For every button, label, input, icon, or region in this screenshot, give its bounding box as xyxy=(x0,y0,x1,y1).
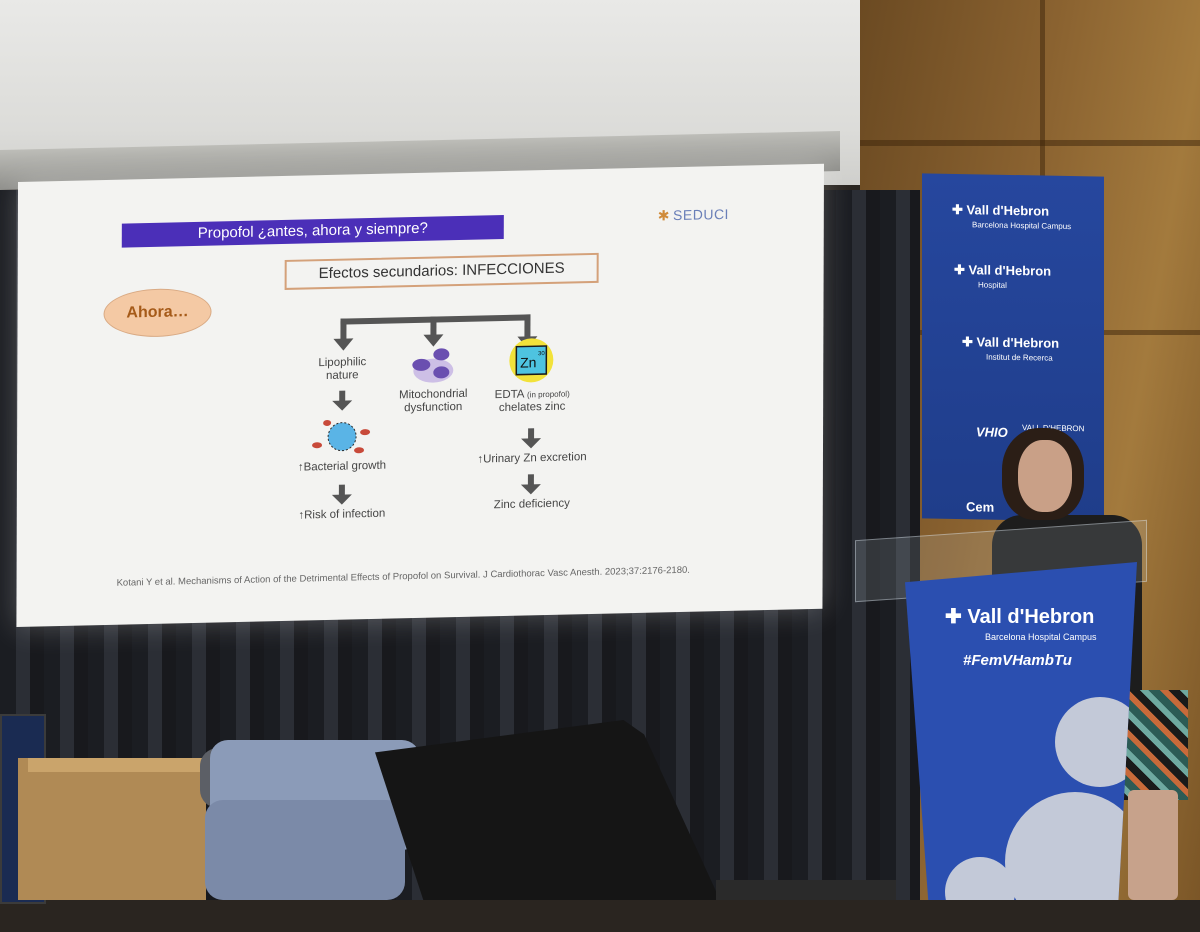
zinc-symbol: Zn xyxy=(520,354,536,370)
speaker-legs xyxy=(1128,790,1178,900)
mitochondrial-label: Mitochondrial xyxy=(398,387,468,402)
plus-logo-icon: ✚ xyxy=(962,334,973,350)
podium-decor-shape xyxy=(1055,697,1137,787)
in-propofol-label: (in propofol) xyxy=(527,389,570,400)
arrow-left-stem xyxy=(340,318,347,341)
nature-label: nature xyxy=(325,369,359,383)
podium-brand-text: Vall d'Hebron xyxy=(967,606,1095,628)
podium: ✚ Vall d'Hebron Barcelona Hospital Campu… xyxy=(905,562,1137,900)
risk-infection-label: ↑Risk of infection xyxy=(298,507,386,522)
arrow-left-2-head xyxy=(332,400,353,411)
urinary-zn-label: ↑Urinary Zn excretion xyxy=(477,451,587,466)
plus-logo-icon: ✚ xyxy=(952,201,963,218)
banner-brand-1-sub: Barcelona Hospital Campus xyxy=(972,220,1072,232)
plus-logo-icon: ✚ xyxy=(945,606,962,628)
podium-decor-shape xyxy=(1005,792,1137,900)
plus-logo-icon: ✚ xyxy=(954,261,965,278)
arrow-middle-head xyxy=(423,334,444,347)
arrow-left-3-stem xyxy=(338,484,345,497)
banner-brand-3-text: Vall d'Hebron xyxy=(976,334,1060,351)
table-edge xyxy=(716,880,896,900)
arrow-middle-stem xyxy=(430,316,437,337)
arrow-right-2-head xyxy=(521,438,542,449)
banner-brand-2-sub: Hospital xyxy=(978,280,1007,290)
bacteria-icon xyxy=(312,419,371,454)
zinc-deficiency-label: Zinc deficiency xyxy=(493,497,570,512)
desk-top xyxy=(28,758,208,772)
arrow-right-3-stem xyxy=(527,474,534,487)
edta-label: EDTA xyxy=(494,388,524,402)
podium-decor-shape xyxy=(945,857,1015,900)
right-branch-text: EDTA (in propofol) chelates zinc xyxy=(477,387,587,415)
banner-brand-2: ✚ Vall d'Hebron xyxy=(954,262,1051,280)
arrow-right-3-head xyxy=(520,484,541,495)
chelates-zinc-label: chelates zinc xyxy=(498,400,566,415)
bacterial-growth-label: ↑Bacterial growth xyxy=(297,459,387,474)
zinc-atomic-number: 30 xyxy=(538,351,545,357)
banner-brand-1: ✚ Vall d'Hebron xyxy=(952,202,1049,220)
dysfunction-label: dysfunction xyxy=(404,400,463,415)
blue-chair-seat xyxy=(205,800,405,900)
speaker-face xyxy=(1018,440,1072,512)
wooden-desk xyxy=(18,758,206,900)
banner-brand-4: VHIO xyxy=(976,424,1008,440)
arrow-right-2-stem xyxy=(528,428,535,441)
arrow-left-2-stem xyxy=(339,390,346,403)
flow-diagram-arrows: Zn 30 xyxy=(312,314,554,505)
podium-brand: ✚ Vall d'Hebron xyxy=(945,604,1094,629)
banner-brand-1-text: Vall d'Hebron xyxy=(966,202,1050,219)
banner-brand-2-text: Vall d'Hebron xyxy=(968,262,1052,279)
arrow-left-3-head xyxy=(331,494,352,505)
podium-hashtag: #FemVHambTu xyxy=(963,652,1072,669)
arrow-right-stem xyxy=(524,314,531,339)
banner-brand-3-sub: Institut de Recerca xyxy=(986,352,1053,363)
left-branch-text: Lipophilic nature xyxy=(297,356,387,384)
banner-brand-3: ✚ Vall d'Hebron xyxy=(962,334,1059,352)
lipophilic-label: Lipophilic xyxy=(318,356,367,370)
banner-brand-5: Cem xyxy=(966,499,995,515)
middle-branch-text: Mitochondrial dysfunction xyxy=(383,387,483,415)
mitochondria-icon xyxy=(412,348,454,383)
zinc-element-icon: Zn 30 xyxy=(509,338,554,383)
podium-sub: Barcelona Hospital Campus xyxy=(985,632,1097,642)
projected-slide: Propofol ¿antes, ahora y siempre? ✱SEDUC… xyxy=(16,163,824,628)
arrow-left-head xyxy=(333,338,354,351)
